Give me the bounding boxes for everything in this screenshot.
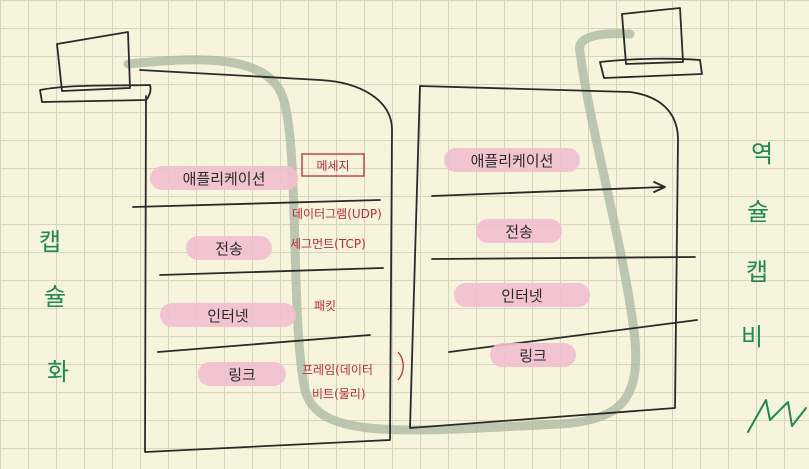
decapsulation-label: 역 슐 캡 비 bbox=[741, 140, 773, 351]
left-layer-highlight-4 bbox=[198, 362, 286, 386]
data-flow-arrow bbox=[123, 29, 641, 435]
right-layer-transport: 전송 bbox=[505, 223, 533, 241]
annotation-frame: 프레임(데이터 bbox=[302, 363, 373, 377]
right-layer-highlight-4 bbox=[490, 343, 576, 367]
right-layer-link: 링크 bbox=[519, 347, 547, 365]
right-divider-3 bbox=[448, 319, 698, 353]
annotation-bit: 비트(물리) bbox=[312, 387, 366, 401]
encapsulation-char-1: 캡 bbox=[39, 228, 61, 256]
frame-bracket-close bbox=[397, 351, 404, 381]
annotation-packet: 패킷 bbox=[314, 299, 336, 313]
encapsulation-label: 캡 슐 화 bbox=[39, 228, 69, 386]
left-layer-highlight-2 bbox=[186, 236, 272, 260]
right-stack-frame bbox=[409, 85, 679, 429]
computer-left-icon bbox=[39, 31, 152, 103]
decapsulation-char-4: 비 bbox=[741, 323, 763, 351]
left-divider-2 bbox=[159, 267, 384, 276]
decapsulation-char-2: 슐 bbox=[747, 198, 769, 226]
right-layer-highlight-1 bbox=[444, 148, 580, 172]
encapsulation-char-2: 슐 bbox=[44, 283, 66, 311]
right-divider-1 bbox=[431, 186, 664, 197]
left-layer-highlight-1 bbox=[150, 166, 298, 190]
decapsulation-char-3: 캡 bbox=[746, 258, 768, 286]
computer-right-icon bbox=[599, 7, 703, 79]
annotation-message: 메세지 bbox=[316, 159, 349, 173]
left-layer-link: 링크 bbox=[228, 366, 256, 384]
annotation-segment: 세그먼트(TCP) bbox=[290, 237, 366, 251]
right-protocol-stack: 애플리케이션 전송 인터넷 링크 bbox=[409, 85, 698, 429]
left-divider-3 bbox=[157, 334, 371, 353]
left-protocol-stack: 애플리케이션 전송 인터넷 링크 bbox=[132, 69, 393, 453]
message-bracket bbox=[301, 153, 365, 177]
right-layer-highlight-2 bbox=[476, 219, 562, 243]
decapsulation-char-1: 역 bbox=[751, 140, 773, 168]
right-layer-highlight-3 bbox=[454, 283, 590, 307]
right-layer-internet: 인터넷 bbox=[501, 287, 542, 305]
left-layer-highlight-3 bbox=[160, 303, 296, 327]
pdu-annotations: 메세지 데이터그램(UDP) 세그먼트(TCP) 패킷 프레임(데이터 비트(물… bbox=[290, 153, 404, 401]
right-divider-2 bbox=[431, 256, 696, 260]
left-layer-internet: 인터넷 bbox=[207, 307, 248, 325]
left-divider-1 bbox=[132, 199, 381, 208]
scribble-mark bbox=[747, 399, 807, 433]
left-layer-transport: 전송 bbox=[215, 240, 243, 258]
left-stack-frame bbox=[139, 69, 393, 453]
left-layer-application: 애플리케이션 bbox=[183, 170, 266, 188]
right-arrowhead bbox=[653, 181, 666, 193]
encapsulation-char-3: 화 bbox=[47, 358, 69, 386]
right-layer-application: 애플리케이션 bbox=[471, 152, 554, 170]
annotation-datagram: 데이터그램(UDP) bbox=[292, 207, 382, 221]
